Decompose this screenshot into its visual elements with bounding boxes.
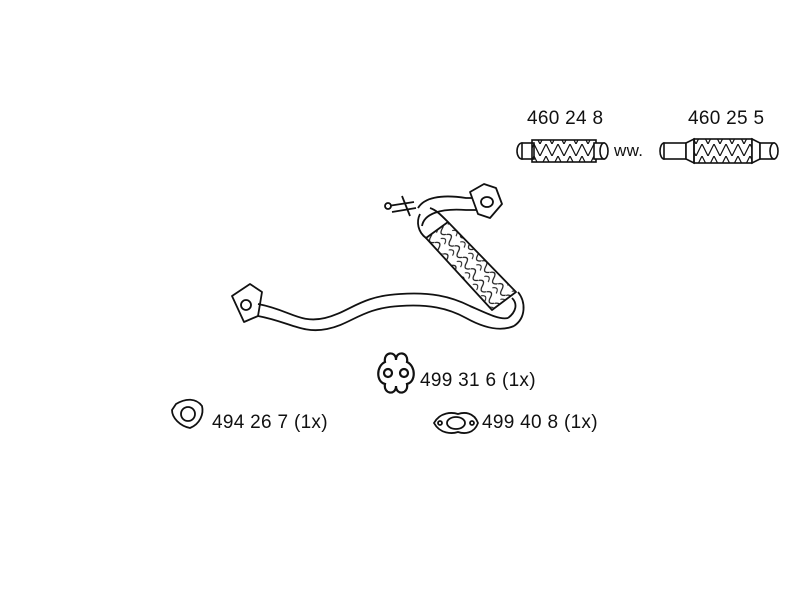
part-number-flex-pipe-a: 460 24 8 xyxy=(527,108,604,129)
exhaust-front-pipe-icon xyxy=(231,183,525,331)
rubber-hanger-icon xyxy=(377,352,415,394)
flex-pipe-icon xyxy=(516,139,609,163)
oval-gasket-icon xyxy=(432,412,479,434)
part-number-flex-pipe-b: 460 25 5 xyxy=(688,108,765,129)
part-label-hanger: 499 31 6 (1x) xyxy=(420,370,536,391)
part-label-gasket-oval: 499 40 8 (1x) xyxy=(482,412,598,433)
triangle-gasket-icon xyxy=(171,398,204,429)
alternative-text: ww. xyxy=(614,141,644,160)
flex-pipe-icon xyxy=(659,137,779,165)
part-label-gasket-triangle: 494 26 7 (1x) xyxy=(212,412,328,433)
